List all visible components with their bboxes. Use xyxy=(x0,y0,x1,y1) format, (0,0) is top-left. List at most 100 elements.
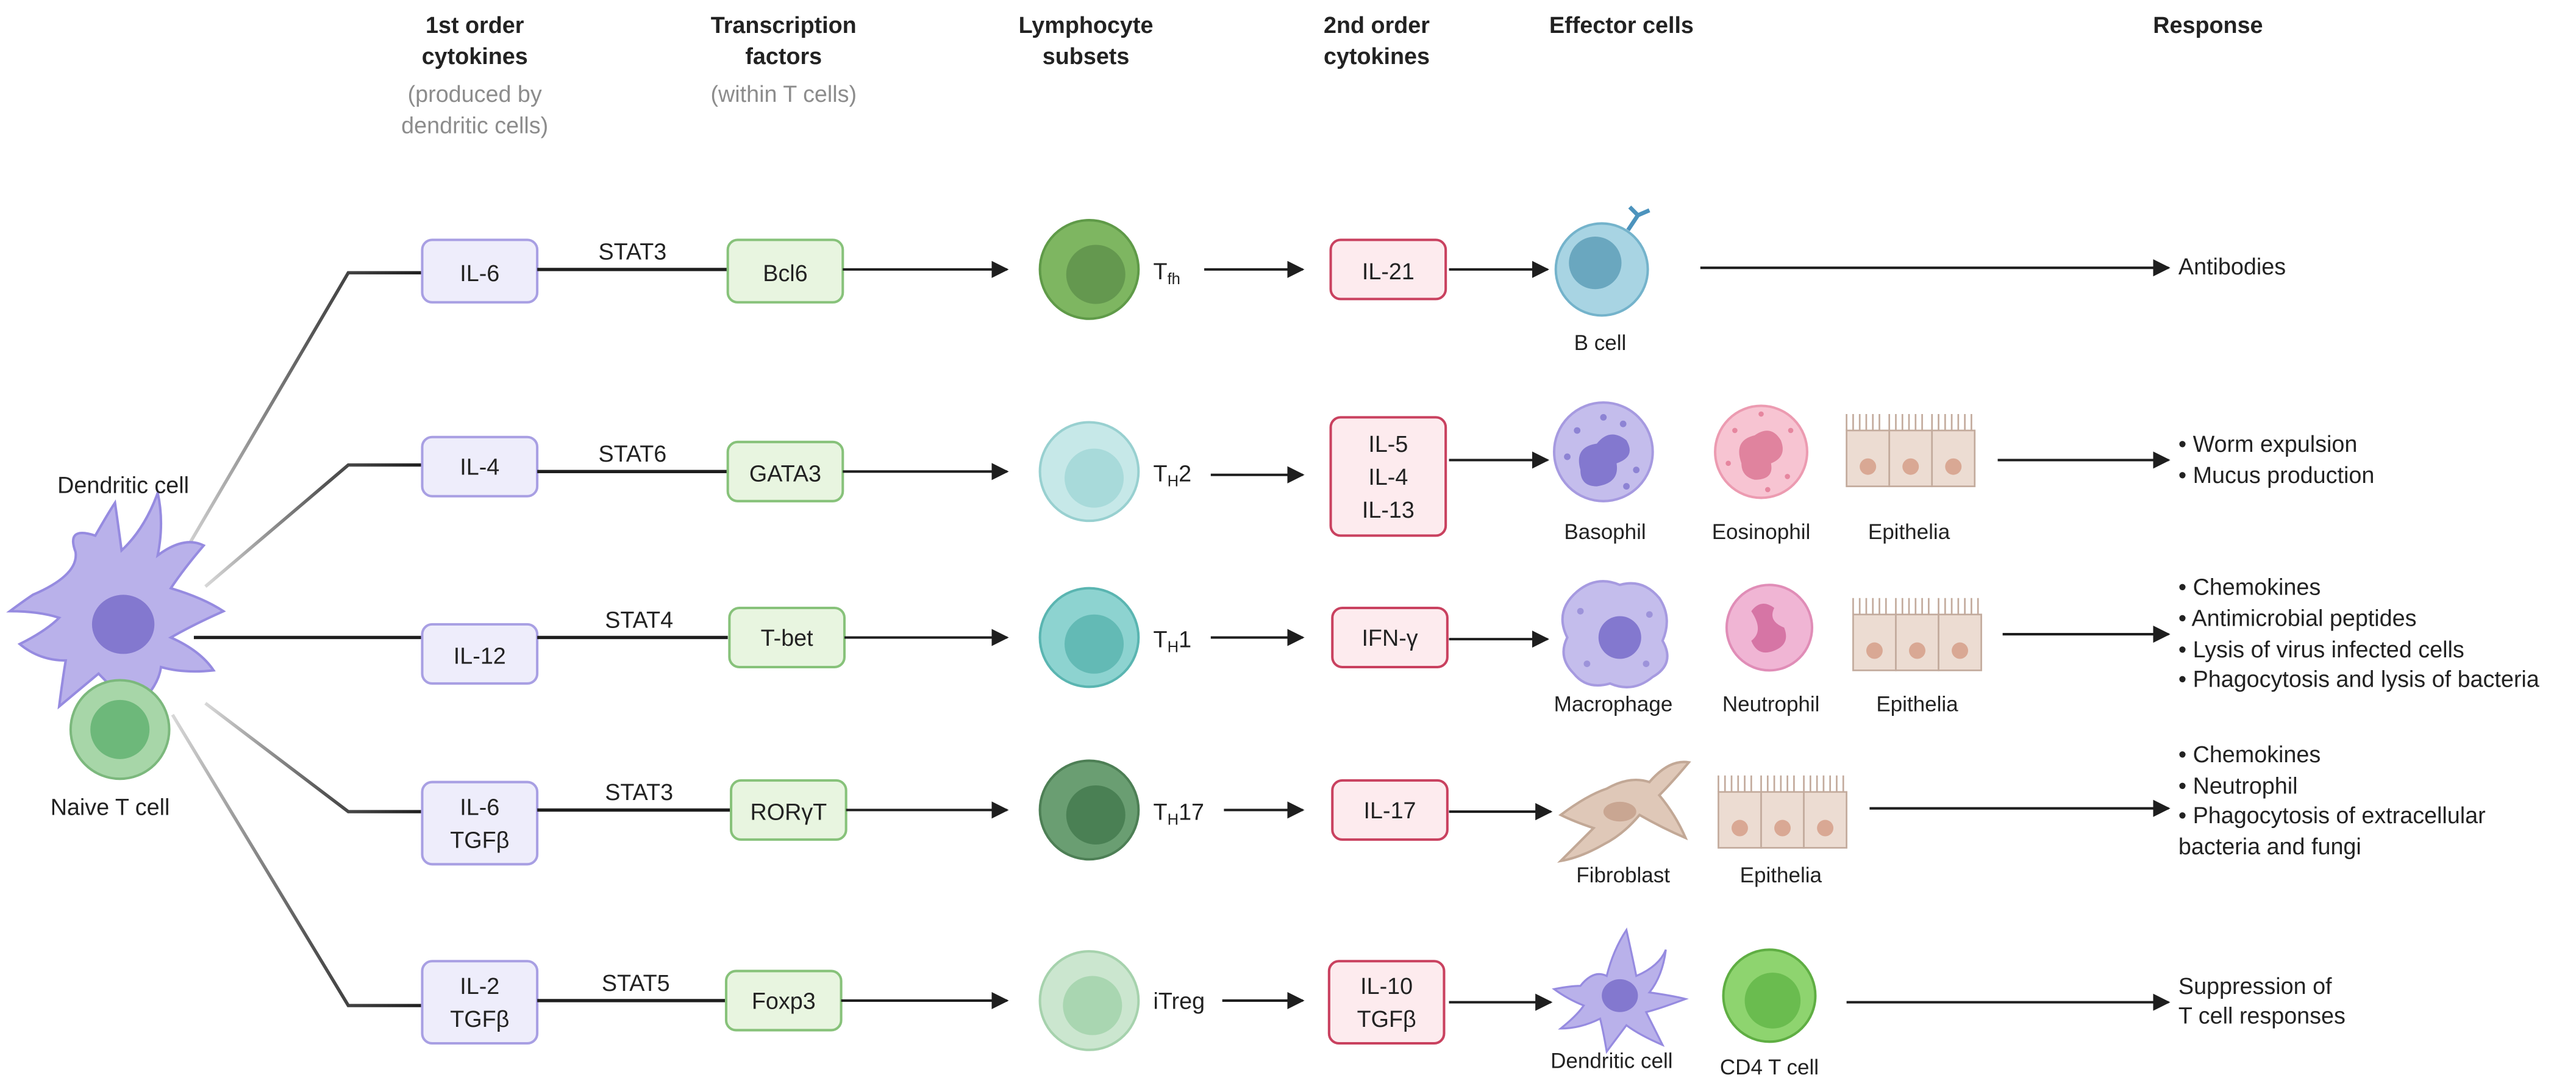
second-cytokine-box xyxy=(1329,238,1447,301)
branch-line-5 xyxy=(171,713,423,1007)
stat-label: STAT3 xyxy=(598,239,666,265)
first-cytokine-text-1: IL-6 xyxy=(460,794,499,820)
first-cytokine-text-2: TGFβ xyxy=(450,827,509,852)
svg-text:factors: factors xyxy=(745,43,822,69)
second-cytokine-box xyxy=(1331,606,1449,668)
dendritic-cell-large xyxy=(6,488,226,712)
naive-t-cell-label: Naive T cell xyxy=(51,794,170,820)
naive-t-cell-large xyxy=(69,679,171,781)
tf-text: RORγT xyxy=(751,799,827,825)
svg-text:cytokines: cytokines xyxy=(1324,43,1430,69)
svg-text:(produced by: (produced by xyxy=(408,81,542,107)
eosinophil-icon xyxy=(1714,404,1808,499)
th2-cell-icon xyxy=(1038,421,1140,523)
stat-label: STAT5 xyxy=(602,970,670,996)
subset-label: TH2 xyxy=(1154,460,1192,490)
second-cytokine-box xyxy=(1327,960,1446,1045)
second-cytokine-text-1: IL-5 xyxy=(1368,431,1408,457)
header-first-order: 1st order cytokines (produced by dendrit… xyxy=(401,12,548,138)
svg-text:2nd order: 2nd order xyxy=(1324,12,1430,38)
epithelia-icon xyxy=(1852,598,1982,671)
effector-label-2: Eosinophil xyxy=(1712,520,1811,544)
header-lymphocyte-subsets: Lymphocyte subsets xyxy=(1019,12,1154,69)
svg-text:1st order: 1st order xyxy=(426,12,524,38)
response-text-2: T cell responses xyxy=(2178,1003,2346,1029)
branch-lines xyxy=(171,271,423,1007)
svg-text:cytokines: cytokines xyxy=(422,43,528,69)
itreg-cell-icon xyxy=(1038,950,1140,1051)
svg-text:subsets: subsets xyxy=(1043,43,1130,69)
tf-text: Foxp3 xyxy=(752,988,816,1013)
effector-label-3: Epithelia xyxy=(1868,520,1950,544)
subset-label: TH17 xyxy=(1154,799,1204,829)
header-second-order: 2nd order cytokines xyxy=(1324,12,1430,69)
neutrophil-icon xyxy=(1725,584,1814,672)
row-1: IL-6 STAT3 Bcl6 Tfh IL-21 B cell Antibod… xyxy=(421,205,2286,355)
stat-label: STAT3 xyxy=(605,779,673,805)
effector-label-1: Fibroblast xyxy=(1576,863,1670,887)
svg-text:(within T cells): (within T cells) xyxy=(710,81,857,107)
effector-label: B cell xyxy=(1574,331,1627,355)
th1-cell-icon xyxy=(1038,587,1140,688)
tf-box xyxy=(726,238,844,304)
header-effector-cells: Effector cells xyxy=(1549,12,1694,38)
second-cytokine-box xyxy=(1331,779,1449,841)
first-cytokine-box xyxy=(421,435,539,498)
response-text-1: • Chemokines xyxy=(2178,574,2321,599)
tfh-cell-icon xyxy=(1038,219,1140,320)
first-cytokine-text: IL-4 xyxy=(460,454,499,480)
response-text-2: • Mucus production xyxy=(2178,462,2374,488)
second-cytokine-text-3: IL-13 xyxy=(1362,497,1415,523)
b-cell-icon xyxy=(1554,205,1650,317)
basophil-icon xyxy=(1552,401,1654,502)
response-text-1: Suppression of xyxy=(2178,973,2332,999)
branch-line-1 xyxy=(179,271,423,560)
second-cytokine-text: IL-17 xyxy=(1364,798,1416,823)
branch-line-2 xyxy=(204,463,423,588)
second-cytokine-text: IL-21 xyxy=(1362,259,1415,284)
response-text-2: • Neutrophil xyxy=(2178,773,2298,798)
tf-text: T-bet xyxy=(761,625,813,651)
response-text: Antibodies xyxy=(2178,254,2286,279)
first-cytokine-text: IL-12 xyxy=(454,643,506,669)
svg-text:dendritic cells): dendritic cells) xyxy=(401,112,548,138)
first-cytokine-text-1: IL-2 xyxy=(460,973,499,999)
row-5: IL-2 TGFβ STAT5 Foxp3 iTreg IL-10 TGFβ D… xyxy=(421,927,2346,1079)
epithelia-icon xyxy=(1846,414,1976,487)
epithelia-icon xyxy=(1718,775,1847,849)
row-4: IL-6 TGFβ STAT3 RORγT TH17 IL-17 Fibrobl… xyxy=(421,741,2486,887)
stat-label: STAT6 xyxy=(598,441,666,466)
response-text-3: • Lysis of virus infected cells xyxy=(2178,637,2464,662)
response-text-4: • Phagocytosis and lysis of bacteria xyxy=(2178,666,2539,691)
second-cytokine-text-2: IL-4 xyxy=(1368,464,1408,490)
subset-label: TH1 xyxy=(1154,627,1192,656)
response-text-2: • Antimicrobial peptides xyxy=(2178,606,2417,631)
branch-line-4 xyxy=(204,702,423,813)
header-transcription-factors: Transcription factors (within T cells) xyxy=(710,12,857,107)
th17-cell-icon xyxy=(1038,759,1140,861)
first-cytokine-text: IL-6 xyxy=(460,260,499,286)
effector-label-2: Neutrophil xyxy=(1722,693,1820,716)
tf-text: Bcl6 xyxy=(763,260,807,286)
stat-label: STAT4 xyxy=(605,607,673,632)
second-cytokine-text: IFN-γ xyxy=(1361,625,1418,651)
response-text-1: • Chemokines xyxy=(2178,741,2321,767)
first-cytokine-box xyxy=(421,623,539,685)
effector-label-3: Epithelia xyxy=(1876,693,1958,716)
tf-text: GATA3 xyxy=(749,460,821,486)
svg-text:Lymphocyte: Lymphocyte xyxy=(1019,12,1154,38)
first-cytokine-box xyxy=(421,960,539,1045)
subset-label: Tfh xyxy=(1154,259,1180,288)
response-text-3: • Phagocytosis of extracellular xyxy=(2178,802,2486,828)
effector-label-1: Dendritic cell xyxy=(1550,1049,1672,1073)
effector-label-1: Macrophage xyxy=(1554,693,1673,716)
row-3: IL-12 STAT4 T-bet TH1 IFN-γ Macrophage N… xyxy=(421,574,2539,716)
svg-text:Transcription: Transcription xyxy=(711,12,857,38)
second-cytokine-text-2: TGFβ xyxy=(1357,1006,1416,1032)
effector-label-1: Basophil xyxy=(1564,520,1646,544)
effector-label-2: Epithelia xyxy=(1740,863,1822,887)
first-cytokine-text-2: TGFβ xyxy=(450,1006,509,1032)
second-cytokine-text-1: IL-10 xyxy=(1360,973,1413,999)
fibroblast-icon xyxy=(1557,760,1691,863)
